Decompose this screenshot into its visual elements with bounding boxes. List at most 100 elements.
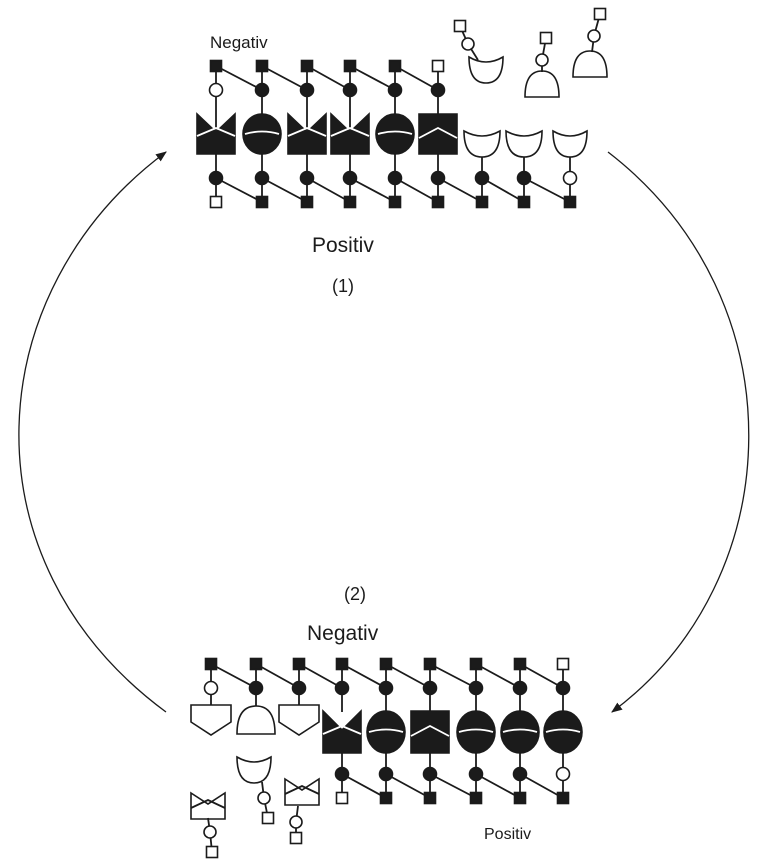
phosphate-filled [513, 791, 527, 805]
free-base [236, 755, 272, 784]
pairing-line [284, 785, 320, 795]
sugar-filled [422, 766, 438, 782]
backbone-link [394, 177, 439, 203]
backbone-link [429, 773, 477, 799]
base-incoming-3 [552, 129, 588, 158]
free-phosphate [593, 7, 607, 21]
base-pair-top-2 [242, 113, 282, 155]
sugar-filled [430, 170, 446, 186]
backbone-link [385, 663, 431, 689]
base-pair-bottom-1 [322, 709, 362, 754]
backbone-link [341, 663, 387, 689]
base-pair-top-4 [330, 112, 370, 155]
sugar-filled [422, 680, 438, 696]
base-incoming-2 [505, 129, 543, 158]
backbone-link [475, 663, 521, 689]
base-open-2 [236, 705, 276, 735]
backbone-link [475, 773, 521, 799]
base-pair-bottom-2 [366, 710, 406, 754]
phosphate-filled [388, 195, 402, 209]
sugar-filled [254, 82, 270, 98]
base-round [543, 710, 583, 754]
base-pair-bottom-4 [456, 710, 496, 754]
phosphate-filled [300, 59, 314, 73]
phosphate-filled [343, 59, 357, 73]
bottom-index-label: (2) [344, 584, 366, 604]
backbone-link [210, 663, 257, 689]
base-round [366, 710, 406, 754]
free-base [284, 777, 320, 806]
phosphate-filled [423, 791, 437, 805]
backbone-link [385, 773, 431, 799]
backbone-link [523, 177, 571, 203]
phosphate-filled [388, 59, 402, 73]
backbone-link [349, 65, 396, 91]
phosphate-filled [379, 657, 393, 671]
sugar-open [203, 680, 219, 696]
phosphate-filled [343, 195, 357, 209]
free-phosphate [261, 811, 275, 825]
base-pair-bottom-6 [543, 710, 583, 754]
phosphate-filled [379, 791, 393, 805]
free-phosphate [205, 845, 219, 859]
bottom-positive-label: Positiv [484, 826, 531, 843]
base-open-3 [278, 704, 320, 736]
backbone-link [255, 663, 300, 689]
sugar-open [208, 82, 224, 98]
free-base [524, 70, 560, 98]
phosphate-filled [469, 791, 483, 805]
backbone-link [519, 663, 564, 689]
phosphate-filled [255, 59, 269, 73]
sugar-filled [430, 82, 446, 98]
backbone-link [341, 773, 387, 799]
base-round [500, 710, 540, 754]
sugar-filled [299, 170, 315, 186]
phosphate-filled [209, 59, 223, 73]
free-nucleotide [190, 791, 226, 859]
backbone-link [481, 177, 525, 203]
pairing-line [368, 728, 404, 733]
phosphate-filled [255, 195, 269, 209]
strand-2 [190, 657, 583, 805]
cycle-arrow-right [607, 151, 750, 713]
free-base [468, 55, 504, 84]
free-sugar [257, 791, 271, 805]
sugar-filled [387, 82, 403, 98]
phosphate-filled [335, 657, 349, 671]
bottom-negative-label: Negativ [307, 622, 379, 645]
phosphate-open [335, 791, 349, 805]
sugar-filled [468, 680, 484, 696]
base-round [242, 113, 282, 155]
free-phosphate [453, 19, 467, 33]
backbone-link [215, 65, 263, 91]
base-cup [552, 129, 588, 158]
free-base [572, 50, 608, 78]
base-dome [524, 70, 560, 98]
phosphate-filled [556, 791, 570, 805]
free-sugar [587, 29, 601, 43]
base-open-1 [190, 704, 232, 736]
free-sugar [461, 37, 475, 51]
pairing-line [410, 724, 450, 737]
base-dome [236, 705, 276, 735]
phosphate-filled [469, 657, 483, 671]
pairing-line [458, 728, 494, 733]
pairing-line [190, 799, 226, 809]
free-sugar [535, 53, 549, 67]
backbone-link [215, 177, 263, 203]
phosphate-filled [563, 195, 577, 209]
phosphate-open [431, 59, 445, 73]
phosphate-open [556, 657, 570, 671]
backbone-link [306, 177, 351, 203]
phosphate-filled [517, 195, 531, 209]
pairing-line [322, 725, 362, 735]
phosphate-filled [423, 657, 437, 671]
sugar-filled [378, 766, 394, 782]
phosphate-filled [204, 657, 218, 671]
backbone-link [437, 177, 483, 203]
base-pair-bottom-3 [410, 710, 450, 754]
base-round [375, 113, 415, 155]
sugar-filled [516, 170, 532, 186]
